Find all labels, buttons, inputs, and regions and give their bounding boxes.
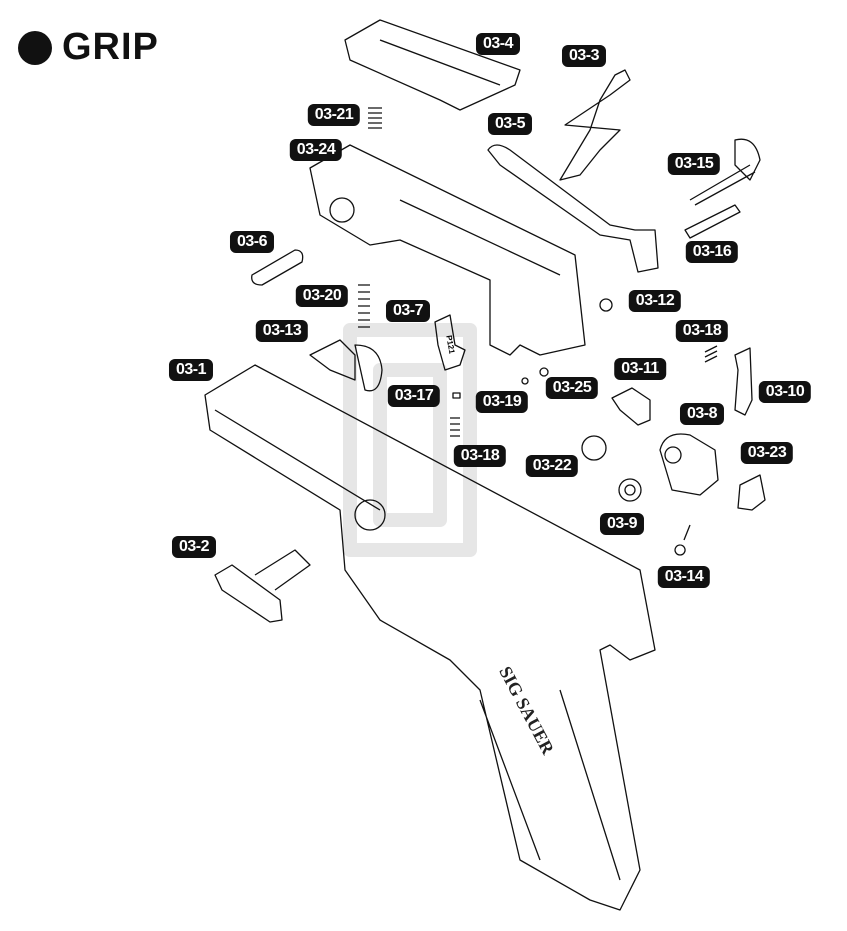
part-03-19: [521, 377, 529, 385]
part-03-20: [358, 284, 370, 328]
callout-03-7: 03-7: [385, 300, 431, 322]
part-03-9: [618, 478, 642, 502]
title-text: GRIP: [62, 26, 159, 68]
callout-03-13: 03-13: [255, 320, 309, 342]
callout-03-15: 03-15: [667, 153, 721, 175]
part-03-1: [204, 364, 656, 911]
callout-03-9: 03-9: [599, 513, 645, 535]
callout-03-24: 03-24: [289, 139, 343, 161]
part-03-21: [368, 107, 382, 129]
part-03-6: [251, 249, 304, 286]
part-03-10: [734, 347, 753, 416]
callout-03-18: 03-18: [675, 320, 729, 342]
callout-03-23: 03-23: [740, 442, 794, 464]
part-03-24: [309, 144, 586, 356]
part-03-17: [452, 392, 461, 399]
callout-03-19: 03-19: [475, 391, 529, 413]
callout-03-17: 03-17: [387, 385, 441, 407]
part-03-12: [599, 298, 613, 312]
bullet-dot-icon: [18, 30, 52, 65]
callout-03-6: 03-6: [229, 231, 275, 253]
callout-03-3: 03-3: [561, 45, 607, 67]
part-03-4: [344, 19, 521, 111]
part-03-11: [611, 387, 651, 426]
callout-03-12: 03-12: [628, 290, 682, 312]
part-03-3: [559, 69, 631, 181]
part-03-25: [539, 367, 549, 377]
part-03-7: [434, 314, 466, 371]
part-03-16: [684, 204, 741, 239]
callout-03-5: 03-5: [487, 113, 533, 135]
callout-03-4: 03-4: [475, 33, 521, 55]
part-03-8: [659, 433, 719, 496]
callout-03-8: 03-8: [679, 403, 725, 425]
part-03-22: [581, 435, 607, 461]
callout-03-10: 03-10: [758, 381, 812, 403]
callout-03-25: 03-25: [545, 377, 599, 399]
callout-03-2: 03-2: [171, 536, 217, 558]
part-03-5: [487, 144, 659, 273]
callout-03-20: 03-20: [295, 285, 349, 307]
callout-03-22: 03-22: [525, 455, 579, 477]
section-title: GRIP: [18, 26, 159, 69]
part-03-23: [737, 474, 766, 511]
part-03-2: [214, 549, 311, 623]
part-03-14: [674, 524, 691, 556]
callout-03-1: 03-1: [168, 359, 214, 381]
callout-03-16: 03-16: [685, 241, 739, 263]
part-03-18-a: [704, 345, 718, 363]
callout-03-14: 03-14: [657, 566, 711, 588]
part-03-18-b: [450, 417, 460, 437]
watermark: [343, 323, 477, 557]
callout-03-11: 03-11: [614, 358, 666, 380]
part-03-13: [309, 339, 383, 392]
callout-03-21: 03-21: [307, 104, 361, 126]
callout-03-18-lower: 03-18: [453, 445, 507, 467]
part-03-15: [689, 138, 761, 206]
